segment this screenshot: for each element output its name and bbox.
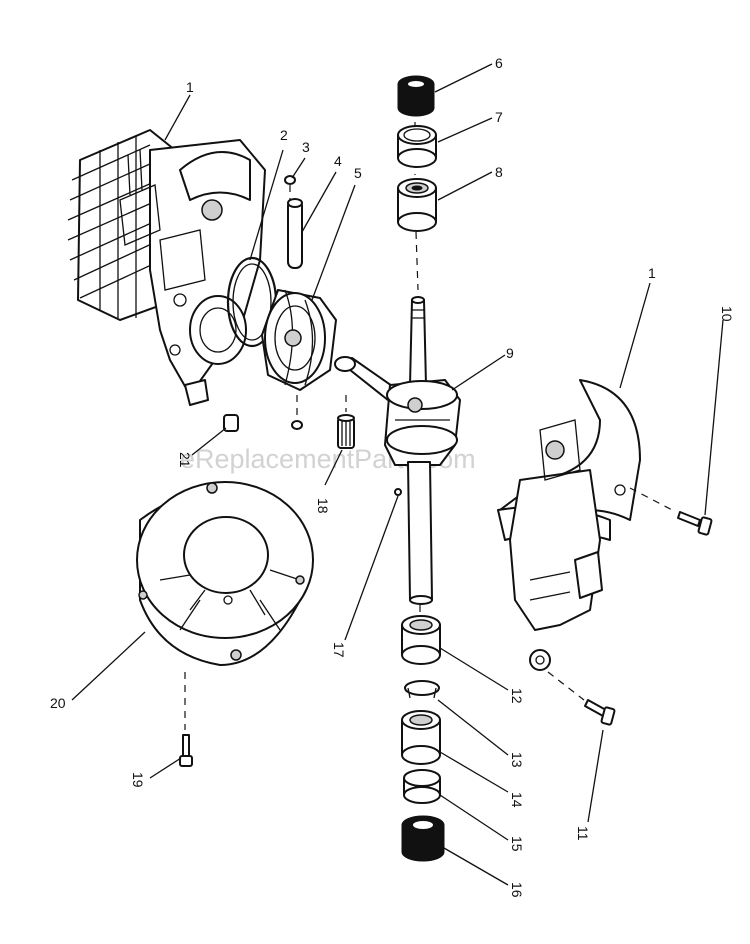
callout-14: 14 xyxy=(509,792,525,808)
spacer-ring xyxy=(397,125,437,168)
callout-21: 21 xyxy=(177,452,193,468)
callout-19: 19 xyxy=(130,772,146,788)
ball-bearing-upper xyxy=(397,178,437,232)
snap-ring xyxy=(404,680,440,699)
retaining-ring-upper xyxy=(284,175,296,185)
plug xyxy=(223,414,239,432)
retaining-ring-lower xyxy=(291,420,303,430)
callout-3: 3 xyxy=(302,139,310,155)
callout-13: 13 xyxy=(509,752,525,768)
ball-bearing-lower xyxy=(401,710,441,765)
callout-18: 18 xyxy=(315,498,331,514)
callout-numbers: 1 2 3 4 5 6 7 8 9 10 1 11 12 13 14 15 16… xyxy=(50,55,735,898)
crankcase-right-half xyxy=(497,379,641,671)
callout-7: 7 xyxy=(495,109,503,125)
callout-5: 5 xyxy=(354,165,362,181)
callout-10: 10 xyxy=(719,306,735,322)
callout-9: 9 xyxy=(506,345,514,361)
screw-19 xyxy=(179,734,193,767)
callout-12: 12 xyxy=(509,688,525,704)
callout-2: 2 xyxy=(280,127,288,143)
piston xyxy=(261,289,337,391)
screw-11 xyxy=(584,699,616,726)
key xyxy=(394,488,402,496)
washer xyxy=(403,769,441,804)
callout-1-right: 1 xyxy=(648,265,656,281)
callout-4: 4 xyxy=(334,153,342,169)
crankshaft xyxy=(334,296,461,605)
callout-6: 6 xyxy=(495,55,503,71)
callout-15: 15 xyxy=(509,836,525,852)
screw-10 xyxy=(677,511,713,536)
wrist-pin xyxy=(287,198,303,269)
callout-20: 20 xyxy=(50,695,66,711)
lower-oil-seal xyxy=(401,815,445,862)
callout-16: 16 xyxy=(509,882,525,898)
callout-11: 11 xyxy=(575,826,591,841)
cylinder-crankcase-left xyxy=(67,129,266,406)
oil-seal xyxy=(397,75,435,117)
callout-17: 17 xyxy=(331,642,347,658)
needle-bearing xyxy=(337,414,355,449)
callout-8: 8 xyxy=(495,164,503,180)
bearing-sleeve xyxy=(401,615,441,665)
flywheel-housing xyxy=(136,481,314,666)
leader-lines xyxy=(71,63,724,886)
callout-1: 1 xyxy=(186,79,194,95)
